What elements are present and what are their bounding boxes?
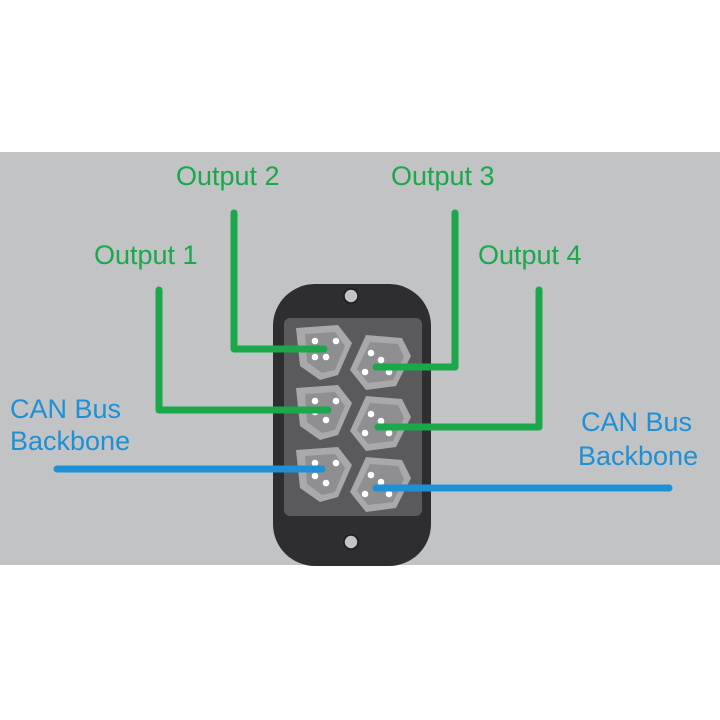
pin	[385, 490, 393, 498]
pin	[311, 337, 319, 345]
pin	[361, 368, 369, 376]
bottom-mount-hole	[343, 534, 359, 550]
pin	[311, 353, 319, 361]
pin	[322, 479, 330, 487]
pin	[367, 349, 375, 357]
output4-wire	[374, 286, 543, 431]
pin	[311, 397, 319, 405]
pin	[367, 471, 375, 479]
can-bus-right-label-line2: Backbone	[578, 441, 698, 471]
output1-wire	[155, 286, 332, 414]
output3-wire	[372, 209, 459, 371]
pin	[332, 337, 340, 345]
pin	[361, 490, 369, 498]
pin	[361, 429, 369, 437]
pin	[377, 356, 385, 364]
output2-label: Output 2	[176, 161, 280, 191]
pin	[332, 459, 340, 467]
output4-label: Output 4	[478, 240, 582, 270]
socket-right-top	[350, 335, 411, 390]
can-bus-left-label-line1: CAN Bus	[10, 394, 121, 424]
can-bus-left-label-line2: Backbone	[10, 426, 130, 456]
can-bus-right-label-line1: CAN Bus	[581, 407, 692, 437]
output3-label: Output 3	[391, 161, 495, 191]
pin	[377, 417, 385, 425]
output2-wire	[230, 209, 328, 353]
pin	[385, 429, 393, 437]
output1-label: Output 1	[94, 240, 198, 270]
pin	[311, 472, 319, 480]
pin	[322, 416, 330, 424]
top-mount-hole	[343, 288, 359, 304]
socket-left-bottom	[296, 447, 352, 502]
pin	[322, 353, 330, 361]
pin	[311, 459, 319, 467]
pin	[377, 478, 385, 486]
pin	[367, 410, 375, 418]
pin	[332, 397, 340, 405]
